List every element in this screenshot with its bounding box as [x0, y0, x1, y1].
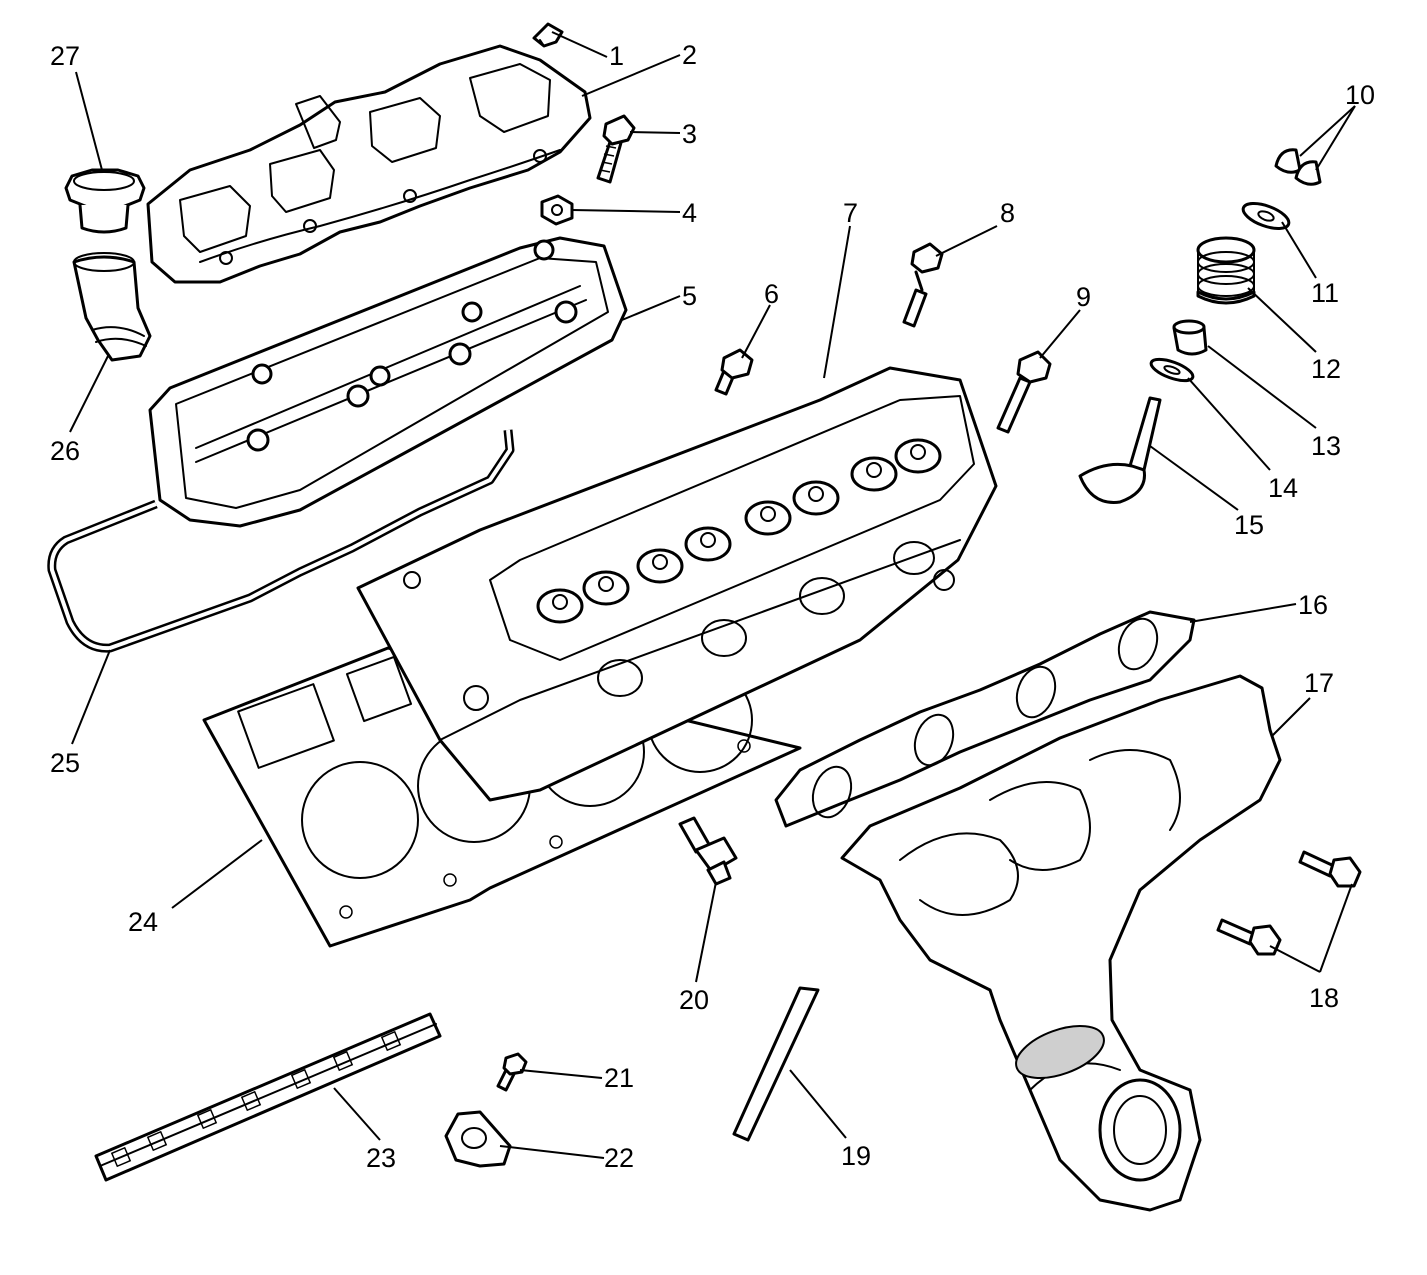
callout-9: 9: [1076, 282, 1091, 312]
oil-fill-cap: [64, 168, 146, 234]
callout-3: 3: [682, 119, 697, 149]
nut-4: [540, 194, 574, 226]
callout-2: 2: [682, 40, 697, 70]
callout-8: 8: [1000, 198, 1015, 228]
ignition-coil-bracket: [146, 44, 592, 284]
callout-11: 11: [1311, 278, 1339, 308]
bolt-6: [714, 348, 754, 396]
valve-spring-shim: [1149, 357, 1195, 383]
callout-25: 25: [50, 748, 80, 778]
bolt-8: [902, 242, 944, 328]
callout-18: 18: [1309, 983, 1339, 1013]
bolt-1: [532, 22, 564, 48]
bolt-3: [596, 114, 636, 184]
valve-spring: [1196, 236, 1256, 305]
valve-springs: [536, 438, 942, 624]
callout-21: 21: [604, 1063, 634, 1093]
callout-15: 15: [1234, 510, 1264, 540]
callout-10: 10: [1345, 80, 1375, 110]
exhaust-manifold-gasket: [774, 610, 1196, 828]
valve: [1078, 396, 1162, 504]
callout-14: 14: [1268, 473, 1298, 503]
temperature-sensor: [678, 816, 738, 886]
callout-12: 12: [1311, 354, 1341, 384]
cylinder-head: [356, 366, 998, 802]
callout-22: 22: [604, 1143, 634, 1173]
callout-17: 17: [1304, 668, 1334, 698]
bolt-9: [996, 350, 1052, 434]
valve-stem-seal: [1172, 319, 1208, 356]
bolt-21: [496, 1052, 528, 1092]
callout-6: 6: [764, 279, 779, 309]
callout-16: 16: [1298, 590, 1328, 620]
callout-4: 4: [682, 198, 697, 228]
leader-lines: [69, 31, 1356, 1159]
exhaust-manifold: [840, 674, 1282, 1212]
callout-13: 13: [1311, 431, 1341, 461]
rocker-arm-support: [94, 1012, 442, 1182]
rocker-arm: [444, 1110, 512, 1168]
callout-19: 19: [841, 1141, 871, 1171]
pushrod: [732, 986, 820, 1142]
valve-rocker-cover: [148, 236, 628, 528]
callout-26: 26: [50, 436, 80, 466]
callout-24: 24: [128, 907, 158, 937]
callout-20: 20: [679, 985, 709, 1015]
rocker-cover-gasket: [47, 429, 515, 653]
manifold-bolts: [1216, 850, 1362, 956]
valve-spring-cap: [1241, 202, 1291, 230]
callout-27: 27: [50, 41, 80, 71]
oil-fill-tube: [72, 252, 152, 362]
callout-labels: 1 2 3 4 5 6 7 8 9 10 11 12 13 14 15 16 1…: [50, 40, 1375, 1173]
callout-5: 5: [682, 281, 697, 311]
valve-keys: [1274, 148, 1322, 186]
callout-7: 7: [843, 198, 858, 228]
callout-1: 1: [609, 41, 624, 71]
callout-23: 23: [366, 1143, 396, 1173]
